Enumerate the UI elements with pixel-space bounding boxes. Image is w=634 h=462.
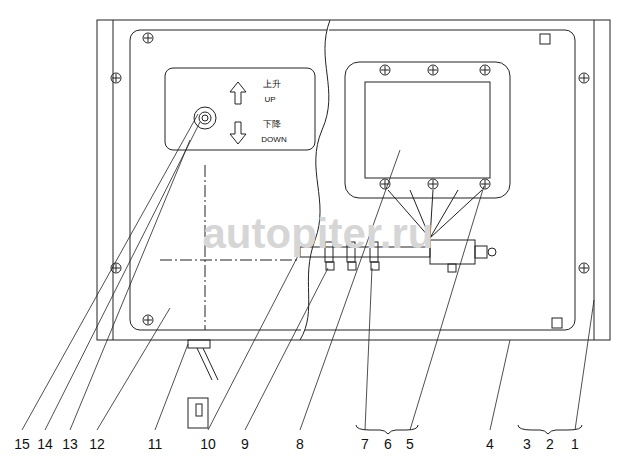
control-label: UP <box>264 96 275 104</box>
callout-number: 4 <box>486 437 494 451</box>
callout-number: 1 <box>571 437 579 451</box>
callout-number: 2 <box>546 437 554 451</box>
callout-number: 5 <box>406 437 414 451</box>
callout-number: 15 <box>14 437 30 451</box>
callout-number: 11 <box>148 437 163 451</box>
callout-number: 8 <box>296 437 304 451</box>
callout-number: 12 <box>89 437 105 451</box>
callout-number: 14 <box>37 437 53 451</box>
callout-number: 3 <box>523 437 531 451</box>
callout-number: 7 <box>361 437 369 451</box>
control-label: 上升 <box>263 80 281 89</box>
callout-number: 13 <box>62 437 78 451</box>
watermark: autopiter.ru <box>202 213 433 255</box>
callout-number: 6 <box>384 437 392 451</box>
control-label: DOWN <box>261 136 286 144</box>
callout-number: 10 <box>200 437 216 451</box>
callout-number: 9 <box>241 437 249 451</box>
control-label: 下降 <box>263 120 281 129</box>
